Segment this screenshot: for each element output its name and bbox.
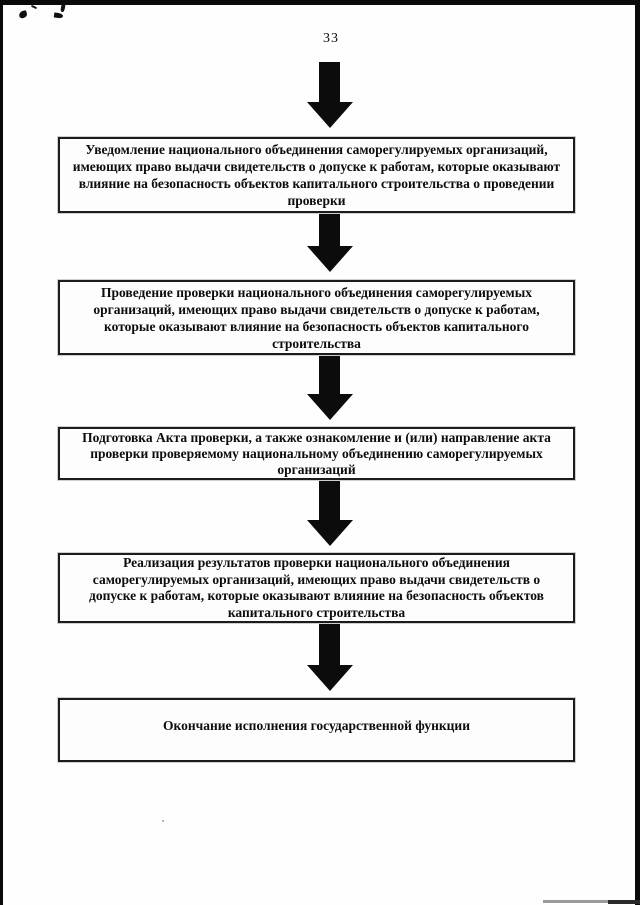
arrow-shaft bbox=[319, 214, 340, 246]
ink-mark bbox=[53, 12, 64, 19]
arrow-shaft bbox=[319, 62, 340, 102]
flow-arrow-down-icon bbox=[307, 214, 353, 272]
flow-step-completion: Окончание исполнения государственной фун… bbox=[58, 698, 575, 762]
flow-step-text: Проведение проверки национального объеди… bbox=[93, 284, 540, 351]
flow-step-inspection: Проведение проверки национального объеди… bbox=[58, 280, 575, 355]
ink-speck bbox=[162, 820, 164, 822]
arrow-head bbox=[307, 520, 353, 546]
arrow-shaft bbox=[319, 481, 340, 520]
flow-arrow-down-icon bbox=[307, 481, 353, 546]
arrow-head bbox=[307, 394, 353, 420]
arrow-shaft bbox=[319, 356, 340, 394]
scan-edge-bottom bbox=[543, 900, 609, 903]
scan-edge-top bbox=[0, 0, 640, 5]
ink-mark bbox=[30, 4, 38, 10]
flow-step-text: Уведомление национального объединения са… bbox=[72, 142, 561, 208]
flow-arrow-down-icon bbox=[307, 624, 353, 691]
flow-step-results-implementation: Реализация результатов проверки национал… bbox=[58, 553, 575, 623]
flow-step-text: Реализация результатов проверки национал… bbox=[89, 555, 544, 620]
scan-edge-bottom-corner bbox=[608, 900, 640, 904]
flow-step-act-preparation: Подготовка Акта проверки, а также ознако… bbox=[58, 427, 575, 480]
ink-mark bbox=[60, 2, 66, 13]
arrow-head bbox=[307, 665, 353, 691]
flow-step-notification: Уведомление национального объединения са… bbox=[58, 137, 575, 213]
page-number: 33 bbox=[323, 31, 339, 46]
arrow-head bbox=[307, 102, 353, 128]
arrow-head bbox=[307, 246, 353, 272]
scan-edge-right bbox=[635, 0, 640, 905]
flow-arrow-down-icon bbox=[307, 62, 353, 128]
arrow-shaft bbox=[319, 624, 340, 665]
flow-arrow-down-icon bbox=[307, 356, 353, 420]
flow-step-text: Подготовка Акта проверки, а также ознако… bbox=[82, 429, 551, 477]
scan-edge-left bbox=[0, 0, 3, 905]
ink-mark bbox=[18, 10, 28, 19]
flow-step-text: Окончание исполнения государственной фун… bbox=[163, 717, 470, 733]
